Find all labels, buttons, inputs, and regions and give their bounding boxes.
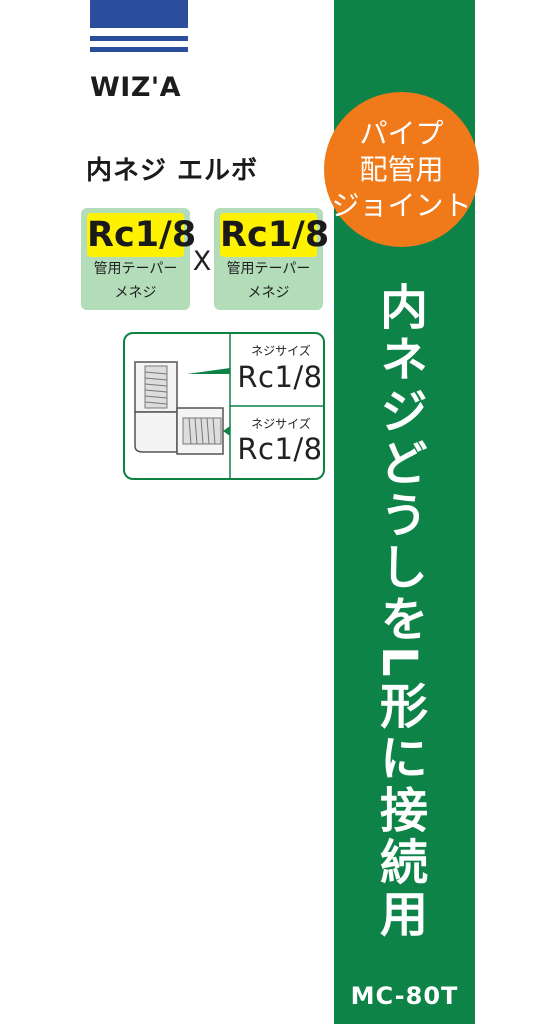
brand-stripe-middle <box>90 36 188 41</box>
thread-size-diagram: ネジサイズ Rc1/8 ネジサイズ Rc1/8 <box>123 332 325 480</box>
thread-size-label-top: ネジサイズ <box>251 344 311 358</box>
thread-size-value-bottom: Rc1/8 <box>237 432 323 466</box>
brand-stripe-bottom <box>90 47 188 52</box>
brand-stripe-top <box>90 0 188 28</box>
model-number: MC-80T <box>350 982 459 1010</box>
product-name: 内ネジ エルボ <box>86 156 259 186</box>
thread-size-label-bottom: ネジサイズ <box>251 417 311 431</box>
thread-size-right: Rc1/8 <box>220 213 330 257</box>
badge-line-2: 配管用 <box>359 152 444 186</box>
thread-size-value-top: Rc1/8 <box>237 360 323 394</box>
badge-line-3: ジョイント <box>331 188 472 222</box>
spec-box-right: Rc1/8 管用テーパー メネジ <box>214 208 330 310</box>
usage-description: 内ネジどうしをL形に接続用 <box>371 282 427 941</box>
thread-type-right-line2: メネジ <box>247 285 290 301</box>
thread-type-left-line2: メネジ <box>114 285 157 301</box>
usage-badge: パイプ 配管用 ジョイント <box>324 92 479 247</box>
thread-type-left-line1: 管用テーパー <box>93 261 178 277</box>
thread-size-left: Rc1/8 <box>87 213 197 257</box>
thread-type-right-line1: 管用テーパー <box>226 261 311 277</box>
badge-line-1: パイプ <box>359 116 444 150</box>
elbow-fitting-illustration <box>134 334 323 478</box>
brand-logo: WIZ'A <box>90 72 182 103</box>
times-sign: X <box>192 246 212 277</box>
spec-box-left: Rc1/8 管用テーパー メネジ <box>81 208 197 310</box>
